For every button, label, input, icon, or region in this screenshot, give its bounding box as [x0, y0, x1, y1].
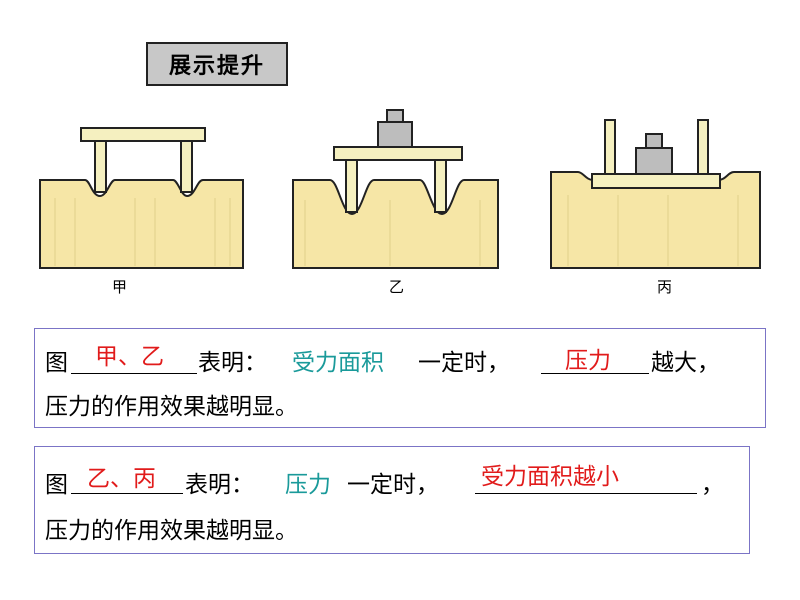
box2-mid1: 表明：	[185, 472, 254, 498]
box2-blank1	[71, 493, 183, 494]
box2-prefix: 图	[45, 472, 68, 498]
box2-blank2	[475, 493, 697, 494]
experiment-yi-diagram	[292, 109, 499, 269]
box1-blank1	[71, 373, 197, 374]
conclusion-box-2: 图 乙、丙 表明： 压力 一定时， 受力面积越小 ， 压力的作用效果越明显。	[34, 446, 750, 554]
experiment-bing-diagram	[550, 119, 761, 269]
box1-blank2	[541, 373, 649, 374]
box1-mid2: 一定时，	[418, 350, 510, 376]
box2-term: 压力	[285, 472, 331, 498]
section-title: 展示提升	[146, 42, 288, 86]
box2-end: ，	[701, 472, 724, 498]
box1-answer1: 甲、乙	[95, 344, 164, 370]
box2-answer2: 受力面积越小	[481, 464, 619, 490]
experiment-label-jia: 甲	[112, 278, 128, 296]
box1-line2: 压力的作用效果越明显。	[45, 394, 298, 420]
box1-term: 受力面积	[292, 350, 384, 376]
conclusion-box-1: 图 甲、乙 表明： 受力面积 一定时， 压力 越大， 压力的作用效果越明显。	[34, 328, 766, 428]
box1-prefix: 图	[45, 350, 68, 376]
experiment-jia-diagram	[39, 127, 244, 269]
experiment-label-yi: 乙	[389, 278, 405, 296]
box2-answer1: 乙、丙	[87, 466, 156, 492]
box1-mid1: 表明：	[198, 350, 267, 376]
box2-mid2: 一定时，	[347, 472, 439, 498]
experiment-label-bing: 丙	[657, 278, 673, 296]
box2-line2: 压力的作用效果越明显。	[45, 518, 298, 544]
box1-end: 越大，	[651, 350, 720, 376]
box1-answer2: 压力	[565, 348, 611, 374]
